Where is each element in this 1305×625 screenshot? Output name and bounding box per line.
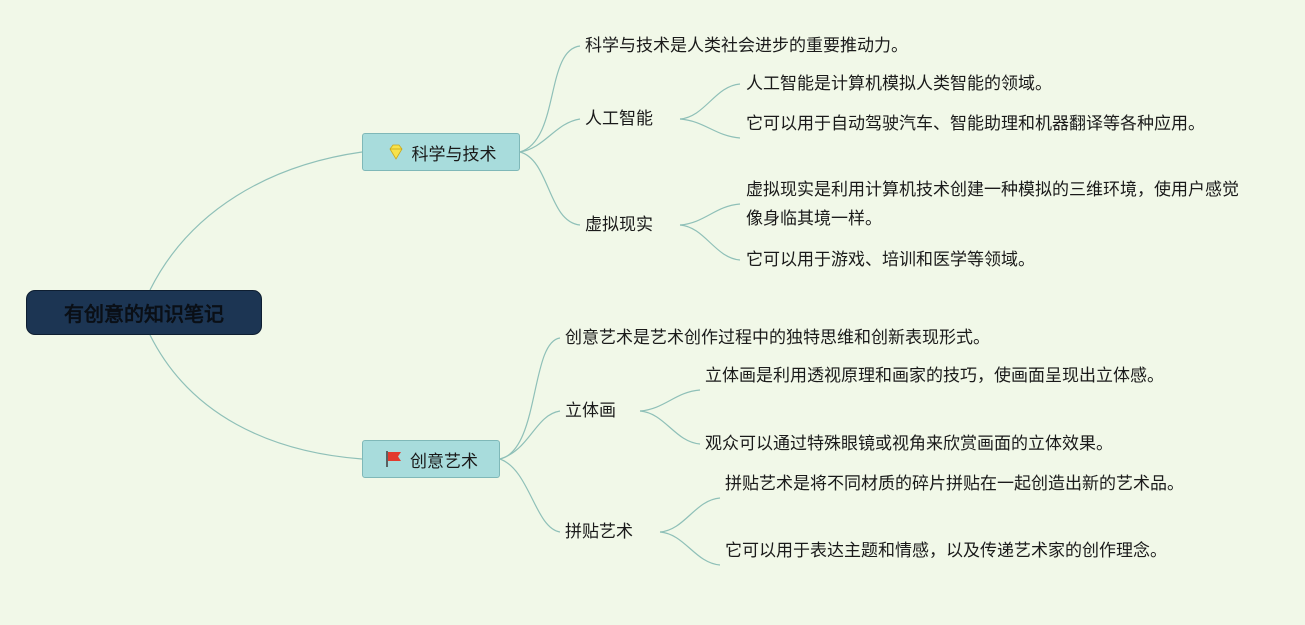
connector-sub-vr-2 xyxy=(679,224,741,261)
connector-sub-3d-2 xyxy=(639,410,701,445)
branch-label: 创意艺术 xyxy=(410,451,478,472)
connector-sub-ai-1 xyxy=(679,83,741,120)
leaf-ai-1[interactable]: 人工智能是计算机模拟人类智能的领域。 xyxy=(746,74,1052,94)
root-label: 有创意的知识笔记 xyxy=(64,302,224,326)
note-creative-art[interactable]: 创意艺术是艺术创作过程中的独特思维和创新表现形式。 xyxy=(565,328,990,348)
connector-sub-ai-2 xyxy=(679,118,741,139)
connector-b2-sub1 xyxy=(499,410,561,460)
leaf-vr-2[interactable]: 它可以用于游戏、培训和医学等领域。 xyxy=(746,250,1035,270)
red-flag-icon xyxy=(386,451,401,467)
connector-root-branch-1 xyxy=(149,151,363,291)
diamond-icon xyxy=(389,144,402,160)
connector-sub-col-2 xyxy=(659,531,721,566)
leaf-collage-2[interactable]: 它可以用于表达主题和情感，以及传递艺术家的创作理念。 xyxy=(725,541,1167,561)
leaf-ai-2[interactable]: 它可以用于自动驾驶汽车、智能助理和机器翻译等各种应用。 xyxy=(746,114,1205,134)
connector-b1-note xyxy=(519,45,581,153)
note-science-tech[interactable]: 科学与技术是人类社会进步的重要推动力。 xyxy=(585,36,908,56)
leaf-vr-1[interactable]: 虚拟现实是利用计算机技术创建一种模拟的三维环境，使用户感觉像身临其境一样。 xyxy=(746,180,1239,229)
subtopic-ai[interactable]: 人工智能 xyxy=(585,109,653,129)
connector-sub-vr-1 xyxy=(679,203,741,226)
connector-sub-col-1 xyxy=(659,497,721,533)
subtopic-collage[interactable]: 拼贴艺术 xyxy=(565,522,633,542)
branch-science-tech[interactable]: 科学与技术 xyxy=(362,133,520,171)
connector-root-branch-2 xyxy=(149,334,363,460)
branch-creative-art[interactable]: 创意艺术 xyxy=(362,440,500,478)
branch-label: 科学与技术 xyxy=(411,144,497,165)
leaf-3d-2[interactable]: 观众可以通过特殊眼镜或视角来欣赏画面的立体效果。 xyxy=(705,434,1113,454)
root-node[interactable]: 有创意的知识笔记 xyxy=(26,290,262,335)
subtopic-vr[interactable]: 虚拟现实 xyxy=(585,215,653,235)
leaf-collage-1[interactable]: 拼贴艺术是将不同材质的碎片拼贴在一起创造出新的艺术品。 xyxy=(725,474,1184,494)
connector-b1-sub2 xyxy=(519,151,581,226)
leaf-3d-1[interactable]: 立体画是利用透视原理和画家的技巧，使画面呈现出立体感。 xyxy=(705,366,1164,386)
connector-b2-sub2 xyxy=(499,458,561,533)
connector-b2-note xyxy=(499,337,561,460)
connector-sub-3d-1 xyxy=(639,389,701,412)
connector-b1-sub1 xyxy=(519,118,581,153)
subtopic-3d-painting[interactable]: 立体画 xyxy=(565,401,616,421)
